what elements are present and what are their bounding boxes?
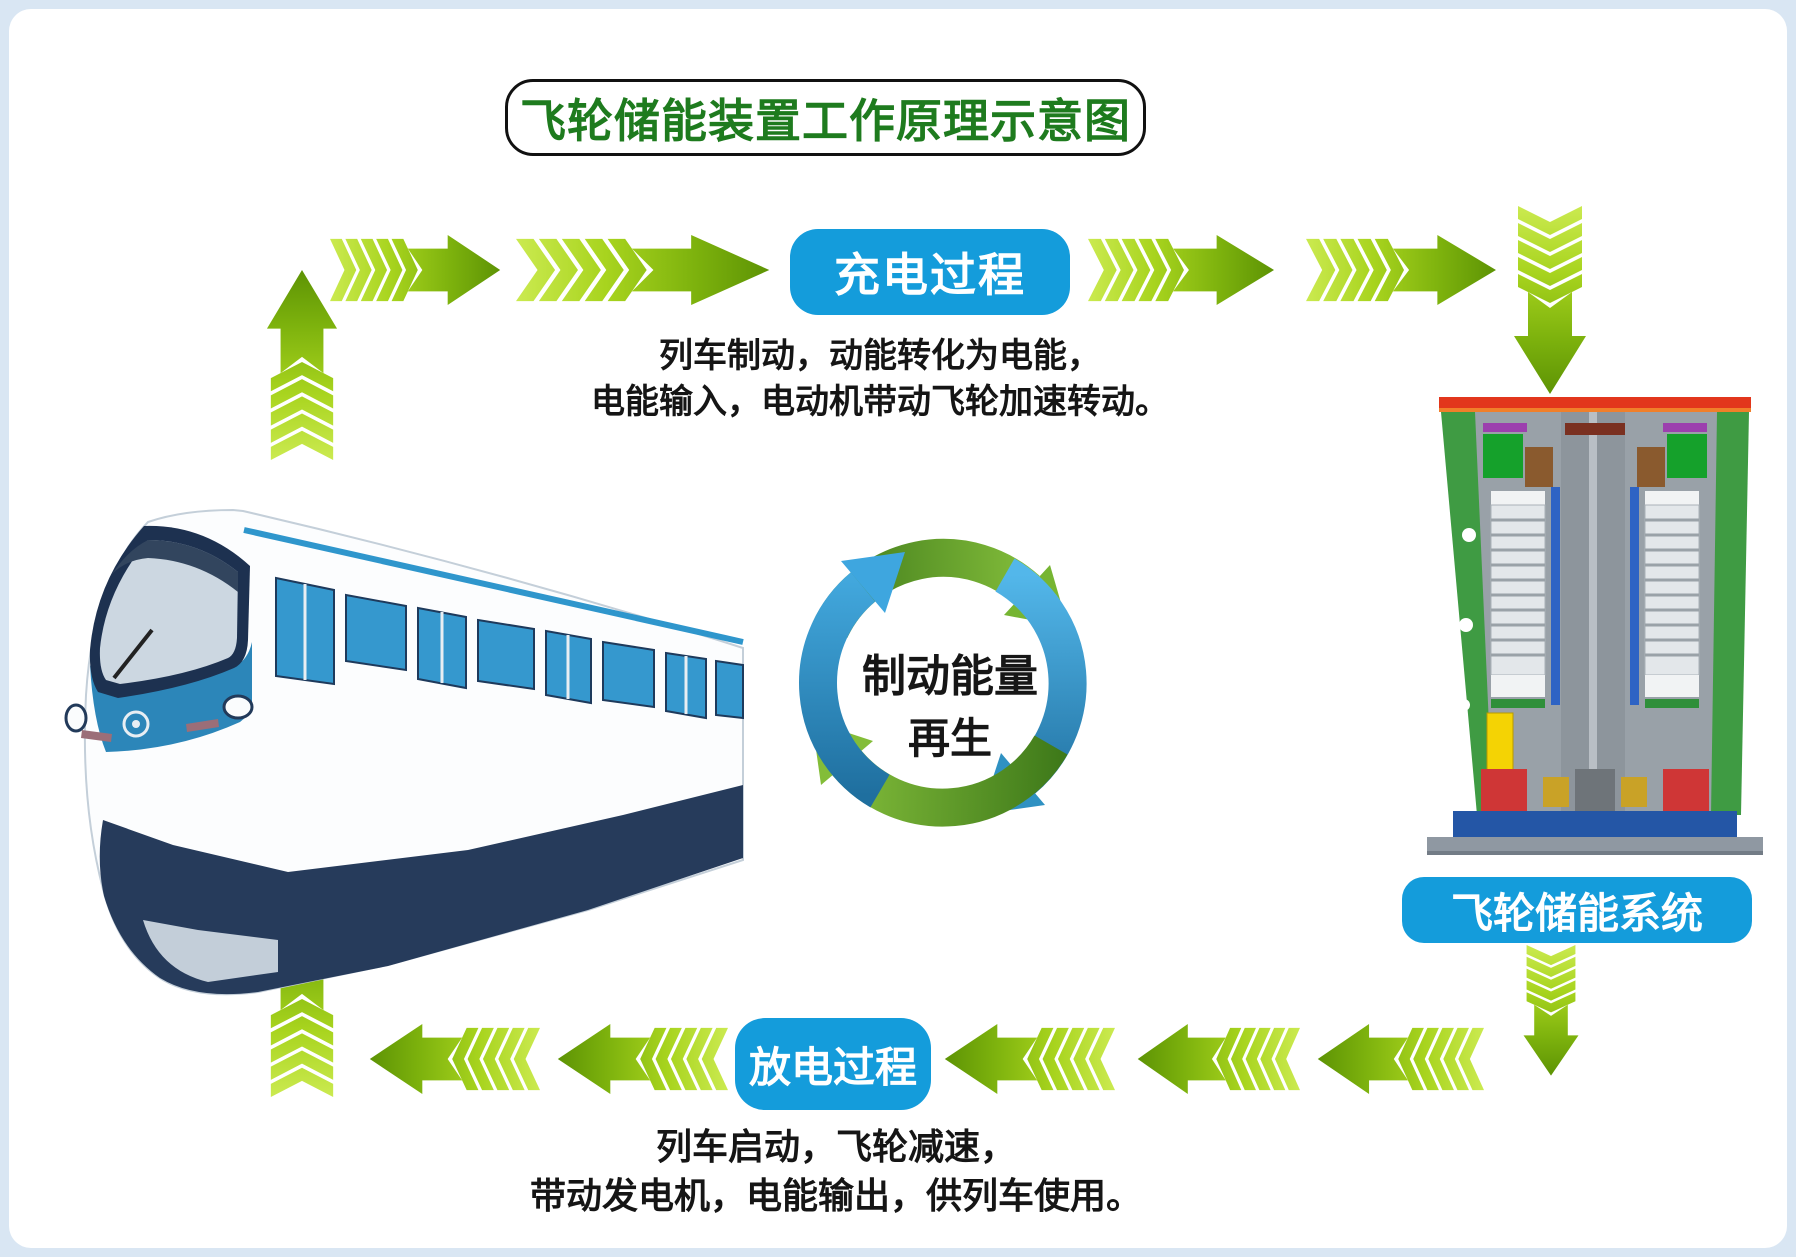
cycle-caption-line1: 制动能量 xyxy=(862,652,1038,701)
flow-arrow-left-icon xyxy=(1316,1022,1484,1096)
train-illustration xyxy=(64,508,744,996)
recycle-arrows-icon xyxy=(799,538,1087,827)
flow-arrow-right-icon xyxy=(516,233,772,307)
diagram-title: 飞轮储能装置工作原理示意图 xyxy=(505,79,1146,156)
cycle-caption: 制动能量 再生 xyxy=(795,653,1105,761)
flywheel-device-illustration xyxy=(1427,397,1763,855)
flow-arrow-left-icon xyxy=(368,1022,540,1096)
discharge-description: 列车启动，飞轮减速， 带动发电机，电能输出，供列车使用。 xyxy=(480,1122,1192,1220)
flow-arrow-up-icon xyxy=(265,268,339,460)
flywheel-system-label: 飞轮储能系统 xyxy=(1402,877,1752,943)
discharge-description-line1: 列车启动，飞轮减速， xyxy=(655,1126,1016,1167)
flow-arrow-left-icon xyxy=(1136,1022,1300,1096)
discharge-process-label: 放电过程 xyxy=(735,1018,931,1110)
cycle-caption-line2: 再生 xyxy=(907,715,992,762)
flow-arrow-down-icon xyxy=(1512,206,1588,396)
flow-arrow-left-icon xyxy=(556,1022,728,1096)
flow-arrow-right-icon xyxy=(1088,233,1276,307)
flow-arrow-down-icon xyxy=(1522,945,1580,1077)
discharge-description-line2: 带动发电机，电能输出，供列车使用。 xyxy=(529,1175,1142,1216)
flow-arrow-left-icon xyxy=(943,1022,1115,1096)
charge-description-line2: 电能输入，电动机带动飞轮加速转动。 xyxy=(591,383,1169,421)
flow-arrow-right-icon xyxy=(330,233,502,307)
flow-arrow-right-icon xyxy=(1306,233,1498,307)
charge-process-label: 充电过程 xyxy=(790,229,1070,315)
charge-description-line1: 列车制动，动能转化为电能， xyxy=(659,337,1101,375)
charge-description: 列车制动，动能转化为电能， 电能输入，电动机带动飞轮加速转动。 xyxy=(520,333,1240,425)
